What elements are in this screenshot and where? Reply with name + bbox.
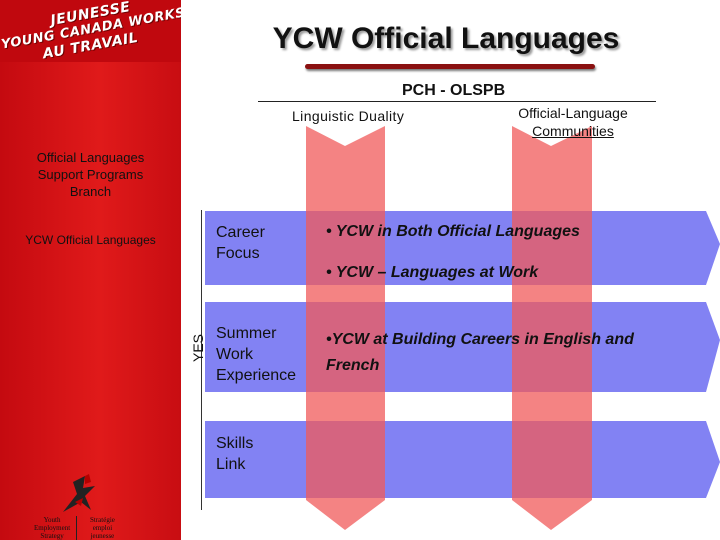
summer-line-1: Summer [216, 325, 277, 342]
footer-youth-1: Youth [43, 516, 61, 524]
summer-line-2: Work [216, 346, 254, 363]
bullet-building-careers-line-1: •YCW at Building Careers in English and [326, 331, 634, 348]
footer-strategie-text: Stratégie emploi jeunesse [90, 516, 115, 540]
branch-line-2: Support Programs [37, 167, 144, 182]
row-label-summer-work: Summer Work Experience [216, 323, 296, 386]
column-label-ol-communities: Official-Language Communities [500, 104, 646, 140]
skills-line-1: Skills [216, 435, 254, 452]
bullet-both-official-languages: • YCW in Both Official Languages [326, 223, 580, 240]
skills-line-2: Link [216, 456, 246, 473]
sidebar [0, 0, 181, 540]
column-arrow-linguistic-duality [306, 126, 385, 530]
pch-label: PCH - OLSPB [402, 82, 506, 99]
career-line-2: Focus [216, 245, 260, 262]
bullet-building-careers-line-2: French [326, 357, 380, 374]
bullet-languages-at-work: • YCW – Languages at Work [326, 264, 539, 281]
ol-communities-line-2: Communities [532, 123, 614, 139]
footer-strat-2: emploi [92, 524, 113, 532]
ycw-ol-label: YCW Official Languages [25, 233, 156, 247]
ycw-logo: JEUNESSE YOUNG CANADA WORKS AU TRAVAIL [0, 0, 181, 62]
row-arrow-skills [205, 421, 720, 498]
footer-strat-1: Stratégie [90, 516, 115, 524]
title-underline [305, 64, 595, 69]
footer-youth-text: Youth Employment Strategy [34, 516, 70, 540]
footer-youth-3: Strategy [40, 532, 64, 540]
footer-youth-2: Employment [34, 524, 71, 532]
page-title: YCW Official Languages [272, 22, 620, 55]
yes-footer-logo: Youth Employment Strategy Stratégie empl… [10, 470, 180, 540]
row-label-career-focus: Career Focus [216, 222, 265, 264]
footer-strat-3: jeunesse [90, 532, 115, 540]
column-arrow-ol-communities [512, 126, 592, 530]
ol-communities-line-1: Official-Language [518, 105, 628, 121]
summer-line-3: Experience [216, 367, 297, 384]
branch-line-3: Branch [69, 184, 112, 199]
footer-divider [76, 516, 77, 540]
yes-divider [201, 210, 202, 510]
branch-line-1: Official Languages [36, 150, 145, 165]
pch-divider [258, 101, 656, 102]
row-label-skills-link: Skills Link [216, 433, 253, 475]
column-label-linguistic-duality: Linguistic Duality [292, 108, 405, 124]
yes-emblem-icon [63, 474, 95, 512]
yes-label: YES [190, 334, 206, 363]
career-line-1: Career [216, 224, 265, 241]
